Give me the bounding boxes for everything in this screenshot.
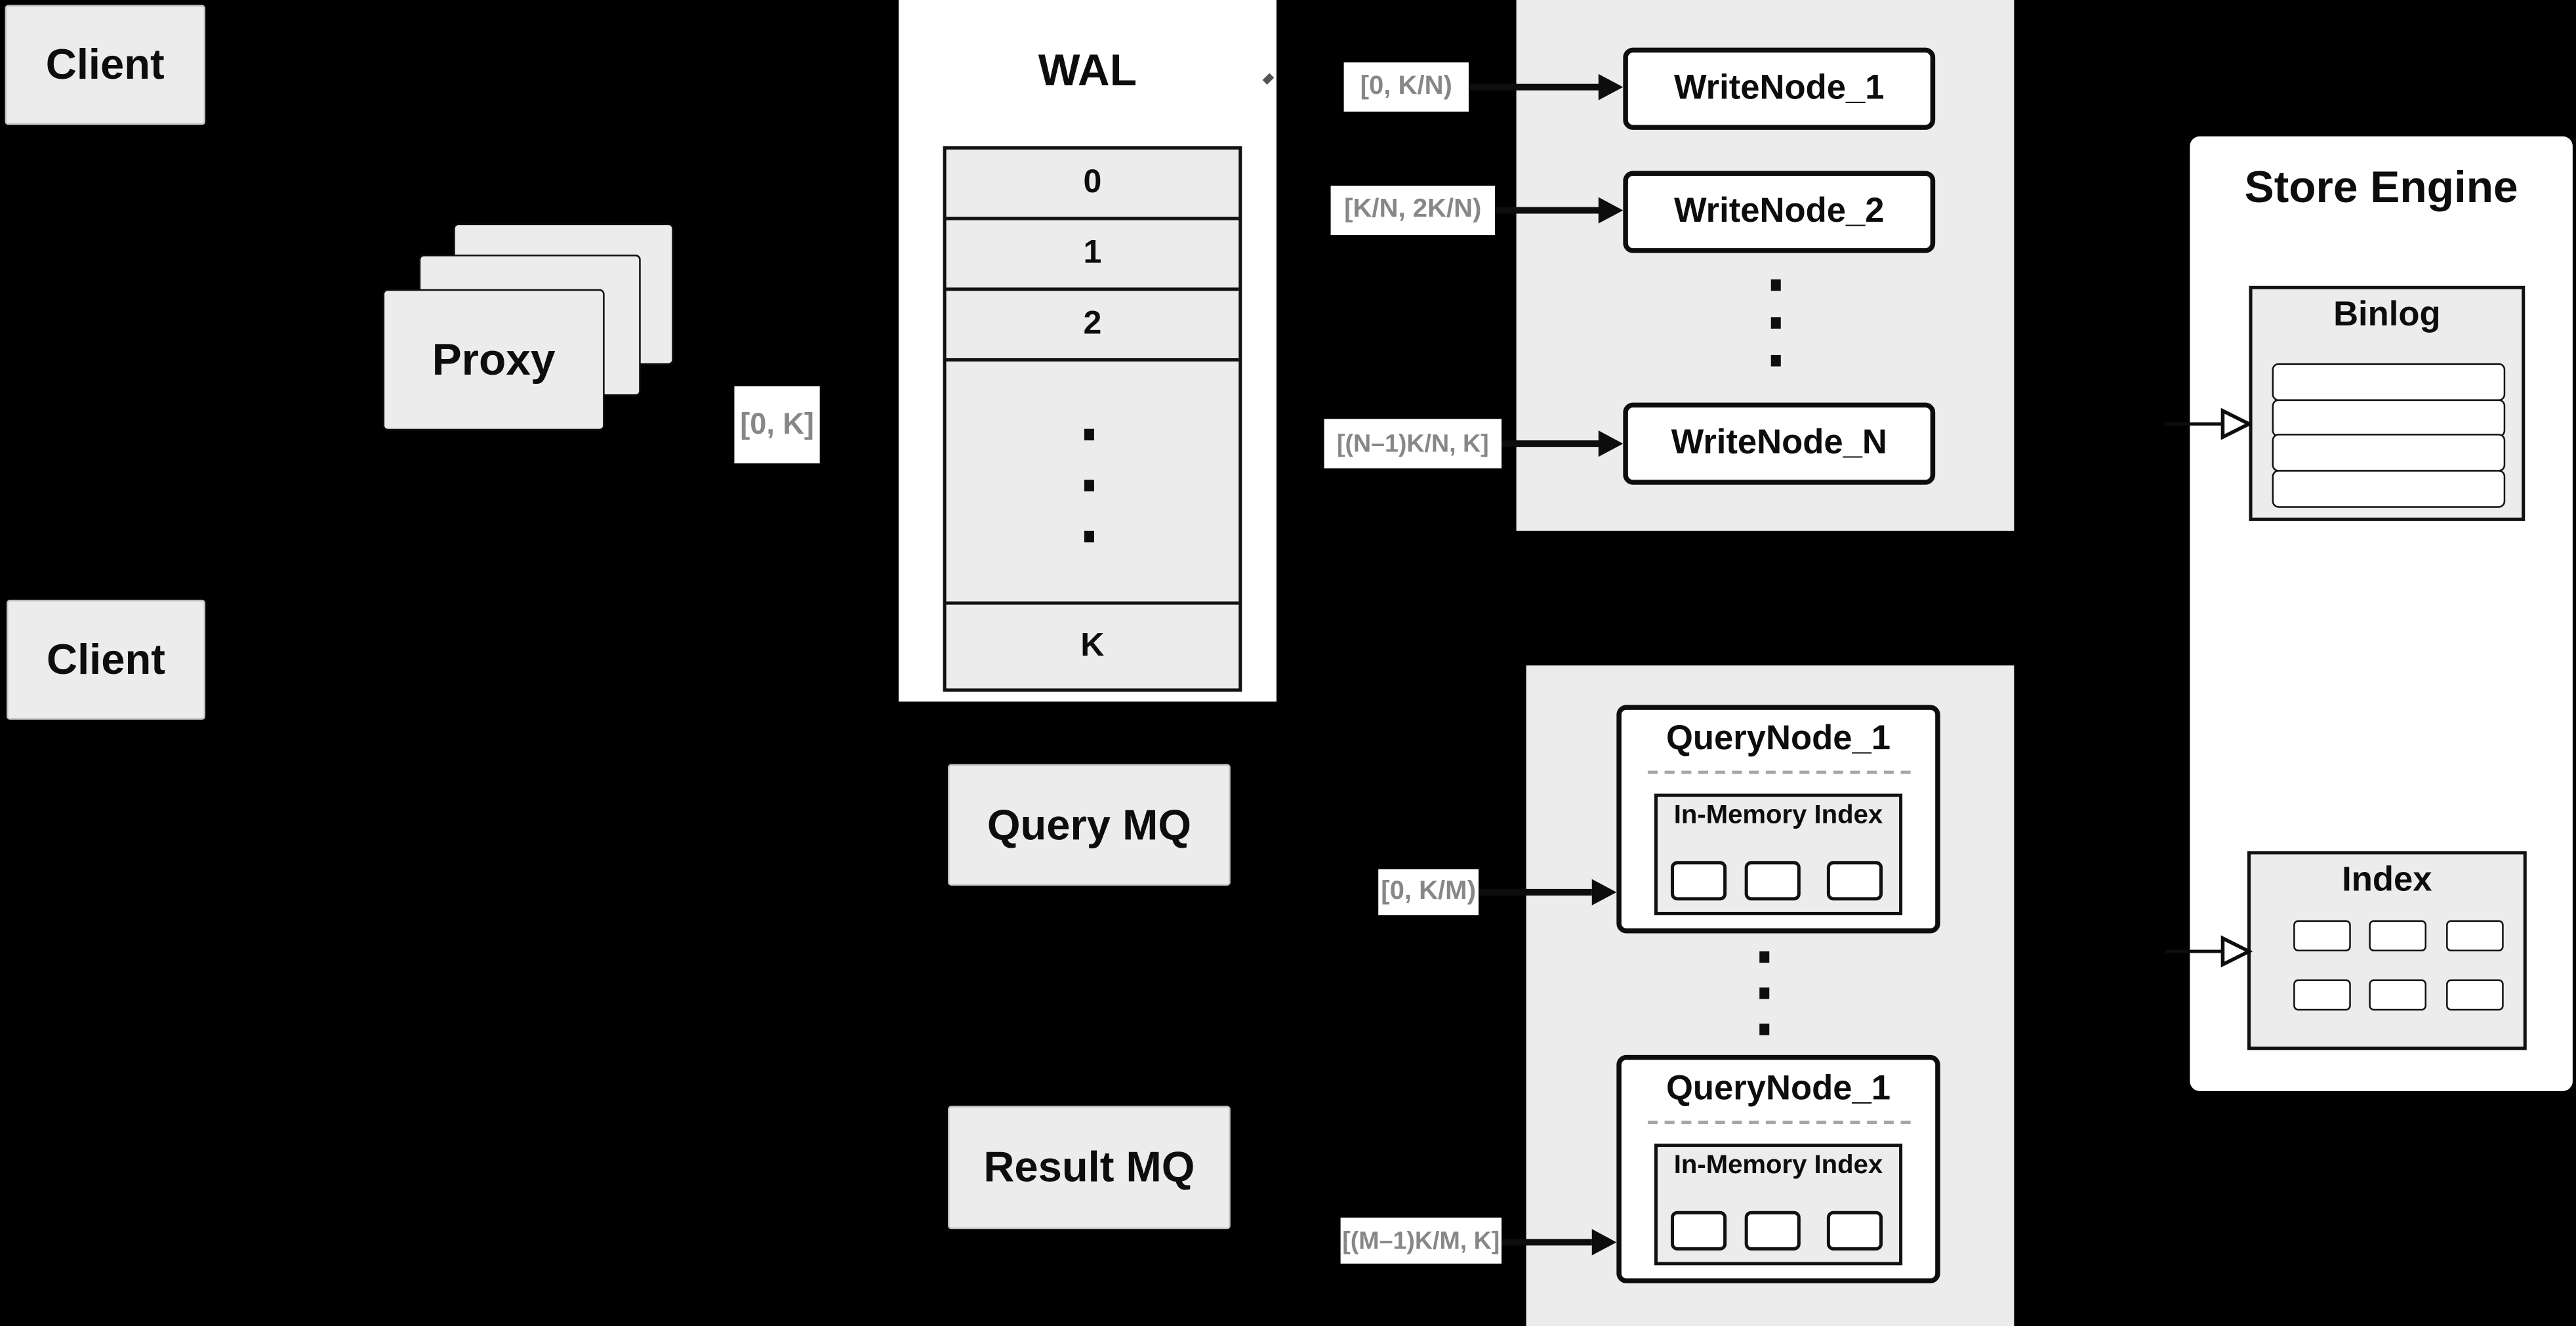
proxy-node: Proxy <box>382 289 605 431</box>
write-node-ellipsis-dot <box>1770 354 1781 367</box>
index-cell <box>2293 979 2351 1011</box>
index-cell <box>2293 920 2351 952</box>
index-segment <box>1826 861 1883 901</box>
in-memory-index-bottom-label: In-Memory Index <box>1673 1151 1883 1180</box>
wal-ellipsis-dot <box>1084 530 1094 543</box>
wal-row-0-text: 0 <box>1083 164 1102 201</box>
wal-row-ellipsis <box>946 362 1239 605</box>
wal-row-1-text: 1 <box>1083 235 1102 272</box>
range-label-write-2-text: [K/N, 2K/N) <box>1344 196 1482 224</box>
range-label-write-2: [K/N, 2K/N) <box>1330 185 1496 236</box>
write-node-1: WriteNode_1 <box>1623 47 1936 130</box>
client-top-label: Client <box>45 39 165 89</box>
query-node-top: QueryNode_1 In-Memory Index <box>1616 705 1940 934</box>
write-node-n-label: WriteNode_N <box>1671 424 1887 462</box>
index-segment <box>1744 1211 1801 1251</box>
index-cell <box>2369 920 2426 952</box>
hollow-arrowhead-icon <box>2220 935 2253 968</box>
wal-row-2: 2 <box>946 291 1239 362</box>
result-mq-node: Result MQ <box>948 1106 1231 1230</box>
arrow-to-writenode-1 <box>1468 84 1601 90</box>
dashed-divider <box>1647 770 1911 774</box>
index-cell <box>2369 979 2426 1011</box>
index-title: Index <box>2342 861 2432 899</box>
wal-row-k: K <box>947 605 1239 689</box>
client-bottom-node: Client <box>7 600 206 720</box>
binlog-title: Binlog <box>2333 295 2441 334</box>
query-node-ellipsis-dot <box>1759 1024 1770 1035</box>
range-label-write-n-text: [(N–1)K/N, K] <box>1336 429 1489 458</box>
binlog-segment <box>2272 398 2506 436</box>
query-node-bottom-title: QueryNode_1 <box>1666 1069 1891 1108</box>
arrowhead-icon <box>1598 73 1624 100</box>
wal-row-1: 1 <box>946 220 1239 291</box>
hollow-arrowhead-icon <box>2220 407 2253 440</box>
write-node-2: WriteNode_2 <box>1623 171 1936 253</box>
write-node-ellipsis-dot <box>1770 317 1781 329</box>
write-node-1-label: WriteNode_1 <box>1673 69 1885 107</box>
arrowhead-icon <box>1598 430 1624 457</box>
range-label-write-1-text: [0, K/N) <box>1360 72 1452 100</box>
wal-panel: WAL 0 1 2 K <box>898 0 1277 702</box>
store-engine-panel: Store Engine Binlog Index <box>2190 136 2573 1091</box>
client-bottom-label: Client <box>47 634 165 684</box>
in-memory-index-bottom: In-Memory Index <box>1654 1144 1903 1266</box>
wal-title: WAL <box>1038 46 1137 96</box>
binlog-segment <box>2272 363 2506 402</box>
range-label-write-1: [0, K/N) <box>1343 62 1469 112</box>
wal-ellipsis-dot <box>1084 428 1094 441</box>
index-box: Index <box>2247 851 2527 1050</box>
arrowhead-icon <box>1591 1229 1617 1256</box>
index-segment <box>1670 1211 1727 1251</box>
index-segment <box>1744 861 1801 901</box>
proxy-label: Proxy <box>432 334 556 384</box>
range-label-proxy-out-text: [0, K] <box>740 407 814 441</box>
write-node-ellipsis-dot <box>1770 279 1781 291</box>
query-mq-label: Query MQ <box>987 799 1192 849</box>
query-node-top-title: QueryNode_1 <box>1666 719 1891 758</box>
wal-row-2-text: 2 <box>1083 305 1102 342</box>
write-node-n: WriteNode_N <box>1623 402 1936 485</box>
arrow-to-writenode-n <box>1502 440 1601 447</box>
arrow-to-writenode-2 <box>1495 207 1601 213</box>
query-mq-node: Query MQ <box>948 764 1231 886</box>
in-memory-index-top-label: In-Memory Index <box>1673 802 1883 830</box>
index-segment <box>1826 1211 1883 1251</box>
store-engine-title: Store Engine <box>2244 162 2518 213</box>
index-cell <box>2446 979 2504 1011</box>
range-label-query-1-text: [0, K/M) <box>1381 877 1476 905</box>
arrow-to-querynode-1 <box>1478 889 1592 896</box>
range-label-query-m-text: [(M–1)K/M, K] <box>1342 1226 1500 1255</box>
binlog-segment <box>2272 469 2506 507</box>
write-node-2-label: WriteNode_2 <box>1673 192 1885 230</box>
range-label-proxy-out: [0, K] <box>734 386 820 464</box>
query-node-bottom: QueryNode_1 In-Memory Index <box>1616 1054 1940 1283</box>
arrow-to-querynode-m <box>1502 1239 1592 1245</box>
wal-row-k-text: K <box>1080 627 1105 664</box>
query-node-ellipsis-dot <box>1759 951 1770 963</box>
index-segment <box>1670 861 1727 901</box>
wal-table: 0 1 2 K <box>943 146 1242 692</box>
query-node-ellipsis-dot <box>1759 987 1770 999</box>
range-label-write-n: [(N–1)K/N, K] <box>1324 419 1502 468</box>
client-top-node: Client <box>5 5 206 125</box>
binlog-segment <box>2272 434 2506 472</box>
wal-row-0: 0 <box>946 150 1239 220</box>
wal-ellipsis-dot <box>1084 480 1094 491</box>
arrowhead-icon <box>1591 879 1617 905</box>
result-mq-label: Result MQ <box>983 1142 1195 1191</box>
arrowhead-icon <box>1598 197 1624 224</box>
in-memory-index-top: In-Memory Index <box>1654 793 1903 915</box>
range-label-query-m: [(M–1)K/M, K] <box>1340 1217 1502 1264</box>
index-cell <box>2446 920 2504 952</box>
dashed-divider <box>1647 1121 1911 1125</box>
arrow-to-index <box>2165 949 2224 954</box>
binlog-box: Binlog <box>2249 285 2525 521</box>
arrow-to-binlog <box>2165 422 2224 426</box>
range-label-query-1: [0, K/M) <box>1378 869 1479 915</box>
